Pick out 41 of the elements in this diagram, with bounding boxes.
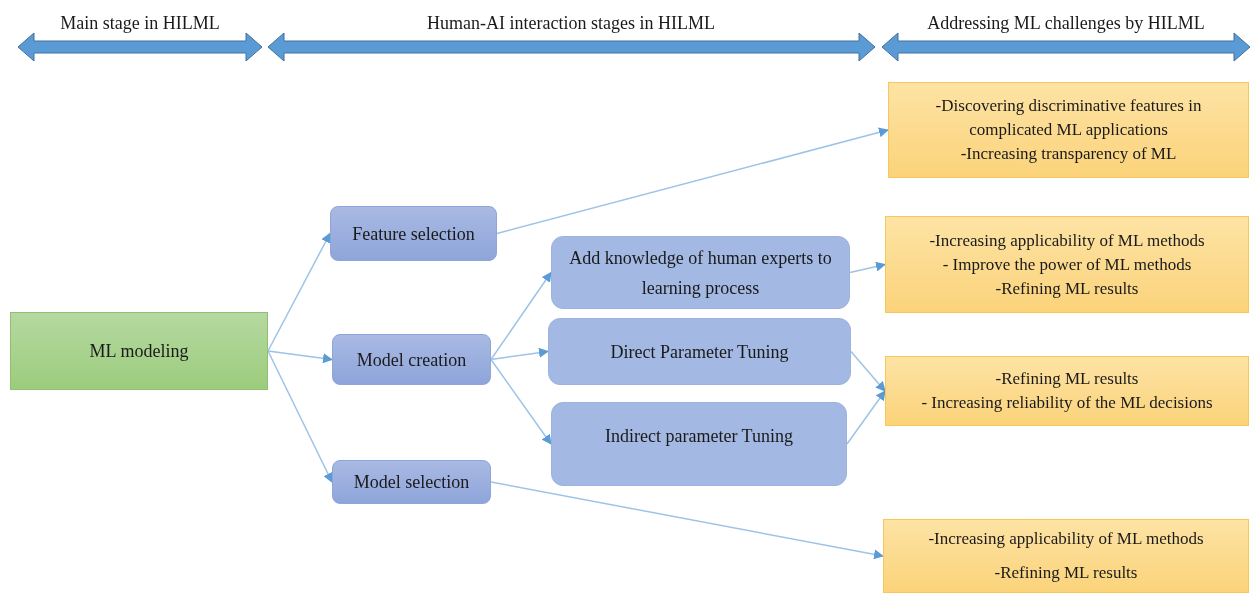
outcome-box xyxy=(885,216,1249,313)
bullet-text: -Refining ML results xyxy=(994,277,1140,300)
stage-box xyxy=(10,312,268,390)
arrow xyxy=(846,390,886,445)
stage-heading: Human-AI interaction stages in HILML xyxy=(427,12,715,35)
process-box xyxy=(332,334,491,385)
process-box xyxy=(548,318,851,385)
box-label: Feature selection xyxy=(351,222,476,246)
arrow xyxy=(490,358,552,445)
bullet-text: - Increasing reliability of the ML decisions xyxy=(920,392,1214,414)
bullet-text: -Refining ML results xyxy=(994,368,1140,390)
arrow xyxy=(850,350,886,392)
stage-heading: Main stage in HILML xyxy=(60,12,220,35)
stage-heading: Addressing ML challenges by HILML xyxy=(927,12,1205,35)
bullet-text: -Refining ML results xyxy=(993,562,1139,584)
arrow xyxy=(267,350,333,364)
box-label: Model creation xyxy=(355,348,468,372)
bullet-text: -Increasing transparency of ML xyxy=(959,143,1178,165)
box-label: Indirect parameter Tuning xyxy=(604,425,794,448)
arrow xyxy=(496,127,889,235)
arrow xyxy=(267,350,333,483)
bullet-text: -Increasing applicability of ML methods xyxy=(927,528,1205,550)
process-box xyxy=(551,236,850,309)
box-label: Model selection xyxy=(352,471,471,494)
process-box xyxy=(330,206,497,261)
arrow xyxy=(490,481,884,560)
arrow xyxy=(849,261,886,274)
outcome-box xyxy=(888,82,1249,178)
box-label: Direct Parameter Tuning xyxy=(609,341,790,364)
outcome-box xyxy=(883,519,1249,593)
process-box xyxy=(551,402,847,486)
bullet-text: -Increasing applicability of ML methods xyxy=(928,229,1206,252)
outcome-box xyxy=(885,356,1249,426)
process-box xyxy=(332,460,491,504)
bullet-text: -Discovering discriminative features in complicated ML applications xyxy=(934,95,1203,141)
arrow xyxy=(490,271,552,361)
arrow xyxy=(490,347,549,361)
box-label: ML modeling xyxy=(88,340,190,363)
arrow xyxy=(267,232,331,352)
box-label: Add knowledge of human experts to learning process xyxy=(568,246,833,300)
bullet-text: - Improve the power of ML methods xyxy=(941,253,1193,276)
